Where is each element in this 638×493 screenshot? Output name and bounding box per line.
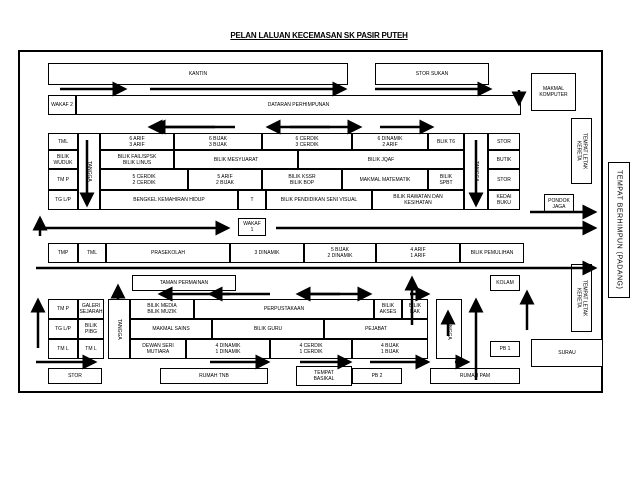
room-bilik-guru: BILIK GURU: [212, 319, 324, 339]
dataran-perhimpunan: DATARAN PERHIMPUNAN: [76, 95, 521, 115]
room-dewan-seri-mutiara: DEWAN SERI MUTIARA: [130, 339, 186, 359]
room-stor-sukan: STOR SUKAN: [375, 63, 489, 85]
room-tmp-3: TM P: [48, 299, 78, 319]
room-5-arif: 5 ARIF 2 BIJAK: [188, 169, 262, 190]
room-perpustakaan: PERPUSTAKAAN: [194, 299, 374, 319]
room-tml-3: TM L: [48, 339, 78, 359]
room-bilik-pibg: BILIK PIBG: [78, 319, 104, 339]
room-bilik-mesyuarat: BILIK MESYUARAT: [174, 150, 298, 169]
room-kedai-buku: KEDAI BUKU: [488, 190, 520, 210]
assembly-point: TEMPAT BERHIMPUN (PADANG): [608, 162, 630, 298]
room-tmp-1: TM P: [48, 169, 78, 190]
room-t: T: [238, 190, 266, 210]
room-6-bijak: 6 BIJAK 3 BIJAK: [174, 133, 262, 150]
room-kantin: KANTIN: [48, 63, 348, 85]
room-wakaf-2: WAKAF 2: [48, 95, 76, 115]
room-tml-1: TML: [48, 133, 78, 150]
room-butik: BUTIK: [488, 150, 520, 169]
tempat-basikal: TEMPAT BASIKAL: [296, 366, 352, 386]
room-stor-1: STOR: [488, 133, 520, 150]
plan-frame: [18, 50, 603, 393]
room-pejabat: PEJABAT: [324, 319, 428, 339]
room-bilik-wuduk: BILIK WUDUK: [48, 150, 78, 169]
room-tglp-2: TG L/P: [48, 319, 78, 339]
room-4-arif: 4 ARIF 1 ARIF: [376, 243, 460, 263]
stairs-3: TANGGA: [108, 299, 130, 359]
room-5-bijak: 5 BIJAK 2 DINAMIK: [304, 243, 376, 263]
room-makmal-sains: MAKMAL SAINS: [130, 319, 212, 339]
room-bilik-kssr: BILIK KSSR BILIK BOP: [262, 169, 342, 190]
room-galeri-sejarah: GALERI SEJARAH: [78, 299, 104, 319]
room-bilik-pemulihan: BILIK PEMULIHAN: [460, 243, 524, 263]
kolam: KOLAM: [490, 275, 520, 291]
room-bilik-akses: BILIK AKSES: [374, 299, 402, 319]
room-bilik-fail: BILIK FAIL/SPSK BILIK LINUS: [100, 150, 174, 169]
room-3-dinamik: 3 DINAMIK: [230, 243, 304, 263]
room-makmal-matematik: MAKMAL MATEMATIK: [342, 169, 428, 190]
room-bilik-bak: BILIK BAK: [402, 299, 428, 319]
room-bilik-jqaf: BILIK JQAF: [298, 150, 464, 169]
room-bilik-rawatan: BILIK RAWATAN DAN KESIHATAN: [372, 190, 464, 210]
room-tglp-1: TG L/P: [48, 190, 78, 210]
room-bilik-t6: BLIK T6: [428, 133, 464, 150]
room-bengkel: BENGKEL KEMAHIRAN HIDUP: [100, 190, 238, 210]
parking-1: TEMPAT LETAK KERETA: [571, 118, 592, 184]
room-4-dinamik: 4 DINAMIK 1 DINAMIK: [186, 339, 270, 359]
pb-2: PB 2: [352, 368, 402, 384]
room-prasekolah: PRASEKOLAH: [106, 243, 230, 263]
room-6-cerdik: 6 CERDIK 3 CERDIK: [262, 133, 352, 150]
stairs-1: TANGGA: [78, 133, 100, 210]
pb-1: PB 1: [490, 341, 520, 357]
rumah-tnb: RUMAH TNB: [160, 368, 268, 384]
room-makmal-komputer: MAKMAL KOMPUTER: [531, 73, 576, 111]
room-5-cerdik: 5 CERDIK 2 CERDIK: [100, 169, 188, 190]
parking-2: TEMPAT LETAK KERETA: [571, 264, 592, 332]
surau: SURAU: [531, 339, 603, 367]
room-4-bijak: 4 BIJAK 1 BIJAK: [352, 339, 428, 359]
room-bilik-seni-visual: BILIK PENDIDIKAN SENI VISUAL: [266, 190, 372, 210]
room-stor-3: STOR: [48, 368, 102, 384]
room-6-arif: 6 ARIF 3 ARIF: [100, 133, 174, 150]
room-stor-2: STOR: [488, 169, 520, 190]
room-tml-2: TML: [78, 243, 106, 263]
room-4-cerdik: 4 CERDIK 1 CERDIK: [270, 339, 352, 359]
room-6-dinamik: 6 DINAMIK 2 ARIF: [352, 133, 428, 150]
room-bilik-spbt: BILIK SPBT: [428, 169, 464, 190]
room-tmp-2: TMP: [48, 243, 78, 263]
plan-title: PELAN LALUAN KECEMASAN SK PASIR PUTEH: [230, 31, 408, 40]
wakaf-1: WAKAF 1: [238, 218, 266, 236]
